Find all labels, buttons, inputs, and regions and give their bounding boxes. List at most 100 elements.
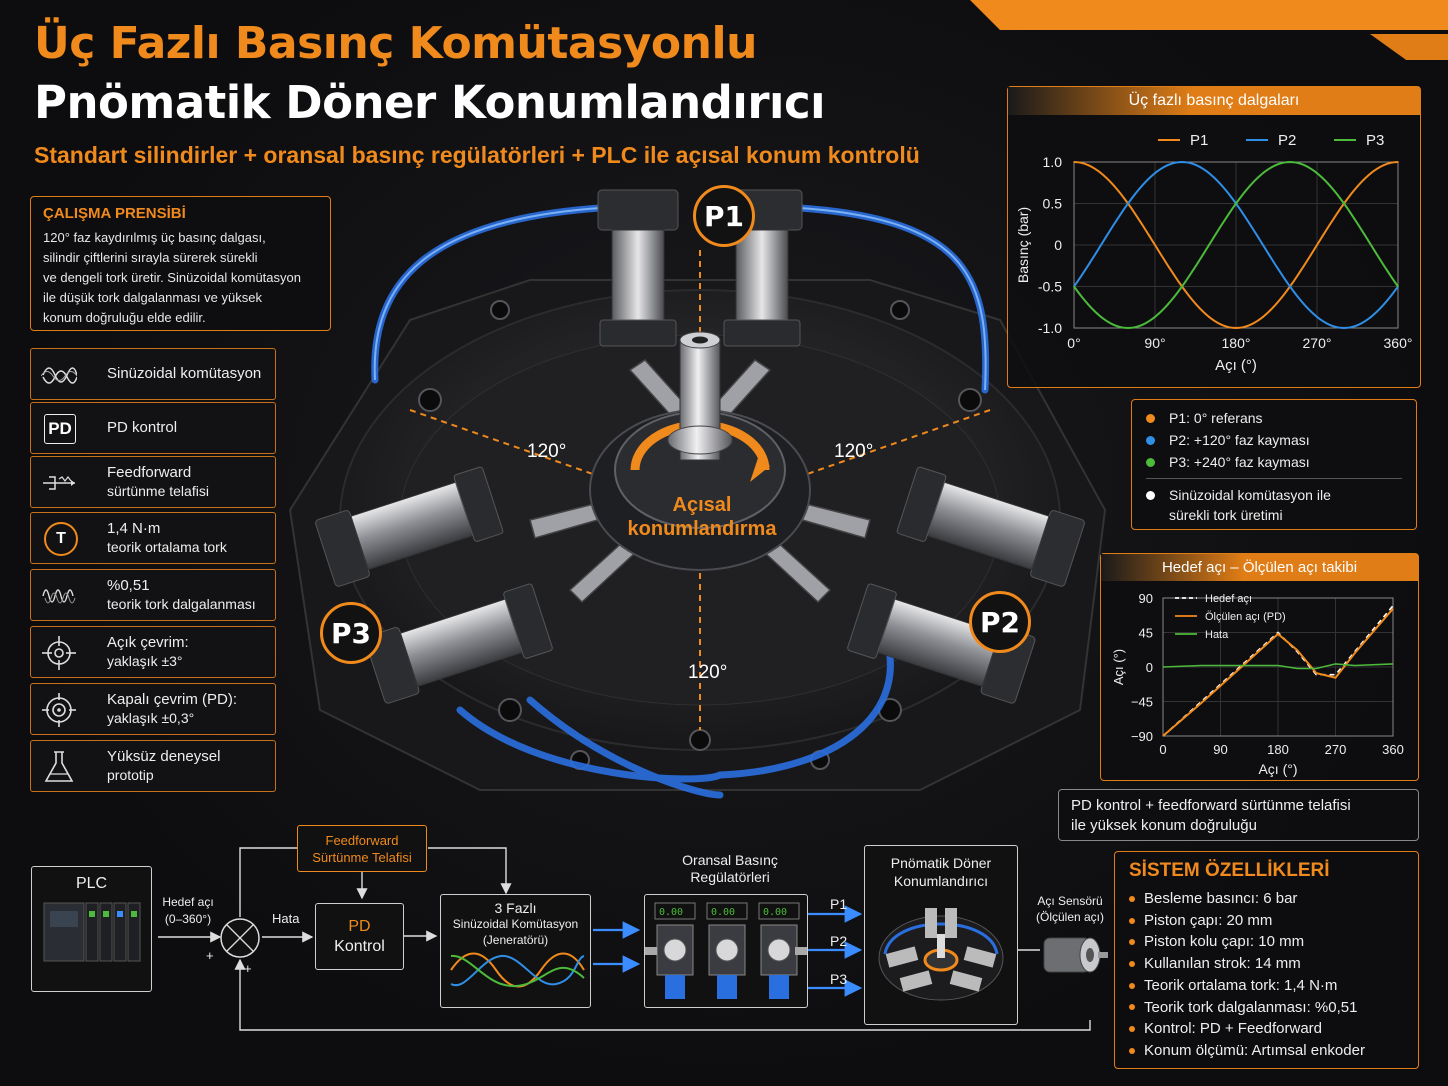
actuator-thumbnail-icon (878, 908, 1004, 1001)
pressure-regulator-icon (645, 902, 807, 999)
angle-label: 120° (834, 441, 874, 462)
data-point (1370, 171, 1372, 174)
phase-legend-text: P1: 0° referans (1169, 410, 1263, 426)
data-point (1289, 161, 1291, 163)
phase-legend-text: Sinüzoidal komütasyon ile sürekli tork ü… (1169, 487, 1331, 523)
legend-label: P2 (1278, 132, 1296, 149)
data-point (1073, 161, 1075, 163)
data-point (1343, 202, 1345, 205)
pd-control-block: PD Kontrol (315, 903, 404, 970)
center-label-line: Açısal (672, 494, 732, 516)
plc-hardware-icon (43, 902, 140, 962)
pd-sub: Kontrol (334, 938, 385, 955)
data-point (1208, 244, 1210, 246)
flask-icon (44, 751, 74, 782)
regulator-display: 0.00 (658, 907, 684, 918)
data-point (1262, 171, 1264, 174)
y-tick-label: 1.0 (1043, 154, 1063, 170)
spec-text: Teorik ortalama tork: 1,4 N·m (1144, 976, 1338, 994)
pd-note-line: ile yüksek konum doğruluğu (1071, 817, 1257, 834)
spec-text: Besleme basıncı: 6 bar (1144, 890, 1298, 907)
legend-label: P3 (1366, 132, 1384, 149)
subtitle: Standart silindirler + oransal basınç re… (34, 142, 920, 168)
pd-note-line: PD kontrol + feedforward sürtünme telafi… (1071, 797, 1351, 814)
tracking-series-line (1162, 608, 1394, 737)
spec-item: Konum ölçümü: Artımsal enkoder (1129, 1040, 1404, 1062)
feature-label: 1,4 N·m (107, 519, 161, 537)
feature-label: %0,51 (107, 576, 150, 594)
principle-line: konum doğruluğu elde edilir. (43, 310, 206, 325)
tracking-series-line (1162, 605, 1394, 737)
phase-badge-p3: P3 (320, 602, 382, 664)
pd-title: PD (348, 918, 371, 935)
feature-sublabel: yaklaşık ±0,3° (107, 709, 195, 726)
x-tick-label: 0° (1067, 335, 1080, 351)
data-point (1262, 316, 1264, 319)
y-tick-label: 45 (1139, 626, 1153, 641)
feature-label: PD kontrol (107, 419, 178, 436)
commutation-subtitle: Sinüzoidal Komütasyon (Jeneratörü) (452, 917, 579, 947)
torque-icon: T (44, 522, 78, 556)
data-point (1100, 171, 1102, 174)
y-tick-label: 0 (1054, 237, 1062, 253)
divider (1146, 478, 1402, 479)
actuator-block: Pnömatik Döner Konumlandırıcı (864, 845, 1018, 1025)
data-point (1127, 327, 1129, 329)
feature-label: Sinüzoidal komütasyon (107, 365, 262, 382)
tracking-series-line (1162, 663, 1394, 670)
principle-line: 120° faz kaydırılmış üç basınç dalgası, (43, 230, 266, 245)
data-point (1100, 244, 1102, 246)
feature-sublabel: sürtünme telafisi (107, 482, 209, 499)
feedforward-block: Feedforward Sürtünme Telafisi (297, 825, 427, 872)
data-point (1235, 202, 1237, 205)
data-point (1397, 285, 1399, 288)
setpoint-label: Hedef açı (0–360°) (162, 895, 214, 926)
commutation-title: 3 Fazlı (494, 900, 537, 916)
principle-line: silindir çiftlerini sırayla sürerek süre… (43, 250, 258, 265)
target-icon (42, 693, 76, 727)
data-point (1208, 316, 1210, 319)
spec-item: Piston çapı: 20 mm (1129, 910, 1404, 932)
legend-label: Ölçülen açı (PD) (1205, 611, 1286, 623)
data-point (1181, 161, 1183, 163)
feature-sublabel: prototip (107, 766, 154, 783)
x-tick-label: 90° (1144, 335, 1165, 351)
plc-label: PLC (75, 875, 108, 892)
x-tick-label: 90 (1213, 742, 1227, 757)
sine-waves-icon (41, 367, 77, 384)
y-tick-label: -1.0 (1038, 320, 1062, 336)
sensor-label: Açı Sensörü (Ölçülen açı) (1035, 894, 1105, 924)
rotary-actuator-illustration (288, 189, 1107, 799)
y-axis-label: Açı (°) (1111, 649, 1126, 685)
tracking-chart-header: Hedef açı – Ölçülen açı takibi (1101, 554, 1418, 581)
data-point (1397, 161, 1399, 163)
angle-label: 120° (688, 662, 728, 683)
feedforward-icon (43, 476, 75, 490)
principle-title: ÇALIŞMA PRENSİBİ (43, 205, 186, 222)
p2-dot (1146, 436, 1155, 445)
specs-box: SİSTEM ÖZELLİKLERİ Besleme basıncı: 6 ba… (1114, 851, 1419, 1069)
x-axis-label: Açı (°) (1215, 357, 1257, 374)
pressure-chart-header: Üç fazlı basınç dalgaları (1008, 87, 1420, 115)
y-tick-label: 0.5 (1043, 196, 1063, 212)
error-label: Hata (272, 911, 300, 926)
feature-item: Açık çevrim:yaklaşık ±3° (30, 626, 276, 678)
principle-box: ÇALIŞMA PRENSİBİ 120° faz kaydırılmış üç… (30, 196, 331, 331)
phase-badge-p1: P1 (693, 185, 755, 247)
feature-item: Kapalı çevrim (PD):yaklaşık ±0,3° (30, 683, 276, 735)
commutation-block: 3 Fazlı Sinüzoidal Komütasyon (Jeneratör… (440, 894, 591, 1008)
data-point (1316, 316, 1318, 319)
x-tick-label: 360° (1384, 335, 1413, 351)
ripple-wave-icon (42, 589, 76, 604)
x-tick-label: 180 (1267, 742, 1289, 757)
phase-legend-item: P1: 0° referans (1146, 408, 1402, 428)
p1-line-label: P1 (830, 896, 848, 912)
spec-text: Teorik tork dalgalanması: %0,51 (1144, 998, 1358, 1016)
p1-dot (1146, 414, 1155, 423)
feature-label: Kapalı çevrim (PD): (107, 690, 238, 708)
title-line-1: Üç Fazlı Basınç Komütasyonlu (34, 18, 757, 69)
